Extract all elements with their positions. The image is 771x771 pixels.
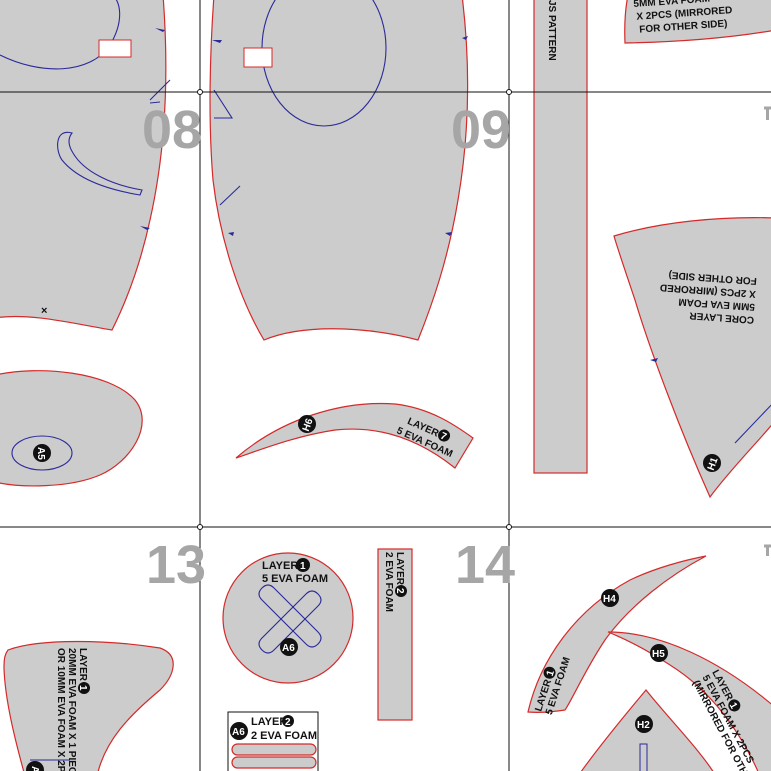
- svg-text:LAYER: LAYER: [251, 716, 287, 728]
- svg-text:7: 7: [438, 431, 448, 443]
- pattern-piece-pill-2: [231, 756, 317, 769]
- grid-node-2: [506, 89, 512, 95]
- badge-h6: H6: [298, 415, 316, 433]
- svg-text:H6: H6: [301, 417, 316, 433]
- badge-h4: H4: [601, 589, 619, 607]
- notch-h1: [650, 358, 658, 362]
- label-box: LAYER 2 2 EVA FOAM: [251, 715, 317, 742]
- grid-node-1: [197, 89, 203, 95]
- svg-text:LAYER: LAYER: [262, 560, 298, 572]
- cutout-notch-center: [213, 89, 234, 119]
- pattern-piece-a6-circle: [222, 552, 354, 684]
- svg-text:2: 2: [285, 717, 291, 728]
- svg-text:20MM EVA FOAM X 1 PIECE: 20MM EVA FOAM X 1 PIECE: [66, 648, 77, 771]
- grid-tick-right-top: [764, 106, 771, 120]
- svg-text:1: 1: [77, 685, 88, 691]
- badge-h5: H5: [650, 644, 668, 662]
- cross-mark: ×: [41, 305, 47, 317]
- badge-h2: H2: [635, 715, 653, 733]
- cutout-slot-h2: [639, 743, 648, 771]
- cutout-oval-a5: [11, 435, 73, 471]
- cutout-cross-a6: [258, 584, 322, 654]
- pattern-piece-p13: [3, 640, 174, 771]
- pattern-piece-strip-short: [377, 548, 413, 721]
- pattern-piece-strip-tall: [533, 0, 588, 474]
- grid-node-4: [506, 524, 512, 530]
- svg-text:H1: H1: [706, 456, 721, 472]
- badge-h1: H1: [703, 454, 721, 472]
- label-strip-pattern: JS PATTERN: [546, 0, 557, 61]
- page-number-14: 14: [455, 535, 515, 595]
- notch-left-2: [149, 79, 171, 101]
- cutout-line-center: [219, 185, 241, 206]
- pattern-piece-center: [209, 0, 469, 341]
- slot-rect-left: [98, 39, 132, 58]
- page-number-08: 08: [142, 100, 202, 160]
- svg-text:H5: H5: [652, 649, 665, 660]
- svg-text:A: A: [29, 766, 40, 771]
- svg-text:A6: A6: [282, 643, 295, 654]
- svg-text:1: 1: [300, 561, 306, 572]
- svg-text:2 EVA FOAM: 2 EVA FOAM: [251, 730, 317, 742]
- svg-text:2: 2: [394, 588, 405, 594]
- notch-center-3: [228, 232, 234, 236]
- label-a6: LAYER 1 5 EVA FOAM: [262, 558, 328, 585]
- page-number-13: 13: [146, 535, 206, 595]
- badge-a6-box: A6: [230, 722, 248, 740]
- svg-text:CORE LAYER: CORE LAYER: [688, 309, 754, 325]
- svg-text:LAYER: LAYER: [77, 648, 88, 682]
- cutout-hook: [57, 131, 143, 196]
- svg-text:5MM EVA FOAM: 5MM EVA FOAM: [678, 296, 755, 312]
- svg-text:H4: H4: [603, 594, 616, 605]
- pattern-piece-h1: [613, 217, 771, 499]
- pattern-piece-h6: [235, 402, 474, 469]
- label-p13: LAYER 1 20MM EVA FOAM X 1 PIECE OR 10MM …: [55, 648, 90, 771]
- label-strip-short: LAYER 2 2 EVA FOAM: [383, 552, 407, 612]
- svg-text:H2: H2: [637, 720, 650, 731]
- svg-text:2 EVA FOAM: 2 EVA FOAM: [383, 552, 394, 612]
- pattern-piece-top-right: [624, 0, 771, 44]
- notch-left-3: [155, 28, 165, 32]
- notch-center-1: [212, 40, 222, 43]
- cutout-line-h1: [734, 404, 771, 444]
- svg-text:5 EVA FOAM: 5 EVA FOAM: [262, 573, 328, 585]
- badge-a5: A5: [33, 444, 51, 462]
- pattern-piece-h4: [527, 555, 707, 713]
- pattern-piece-pill-1: [231, 743, 317, 756]
- svg-text:1: 1: [727, 701, 740, 711]
- badge-a-bottom: A: [26, 761, 44, 771]
- grid-node-3: [197, 524, 203, 530]
- notch-center-2: [462, 36, 468, 40]
- svg-text:OR 10MM EVA FOAM X 2PCS: OR 10MM EVA FOAM X 2PCS: [55, 648, 66, 771]
- notch-left-4: [140, 226, 150, 230]
- page-number-09: 09: [451, 100, 511, 160]
- svg-text:A5: A5: [35, 447, 46, 460]
- svg-text:LAYER: LAYER: [394, 552, 405, 586]
- pattern-piece-a5: [0, 370, 143, 487]
- svg-text:A6: A6: [232, 727, 245, 738]
- slot-rect-center: [243, 47, 273, 68]
- grid-tick-right-bottom: [764, 544, 771, 556]
- notch-center-4: [445, 232, 452, 236]
- svg-text:5MM EVA FOAM: 5MM EVA FOAM: [633, 0, 710, 10]
- badge-a6: A6: [280, 638, 298, 656]
- svg-text:1: 1: [545, 669, 557, 678]
- notch-left-1: [149, 101, 161, 104]
